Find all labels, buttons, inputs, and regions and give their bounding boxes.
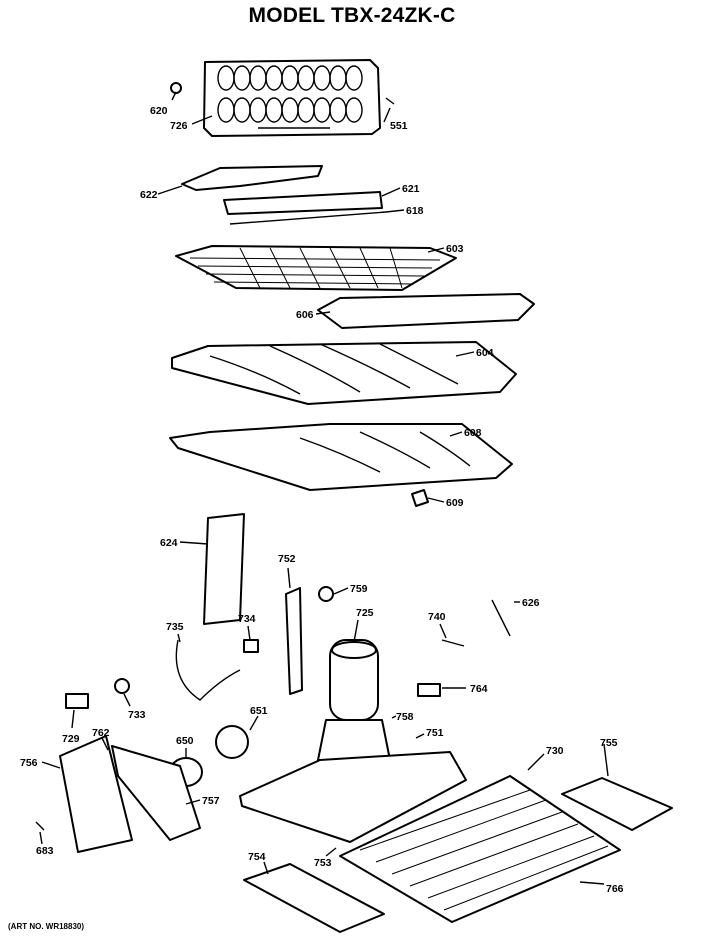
part-733-capacitor: [114, 678, 130, 694]
label-725: 725: [356, 607, 374, 619]
part-606-panel: [317, 293, 535, 329]
part-752-bracket: [285, 587, 303, 695]
label-651: 651: [250, 705, 268, 717]
label-606: 606: [296, 309, 314, 321]
part-734-switch: [243, 639, 259, 653]
part-730-condenser: [339, 775, 621, 923]
part-735-harness: [175, 639, 241, 701]
part-609-clip: [411, 489, 429, 507]
part-764-plate: [417, 683, 441, 697]
label-753: 753: [314, 857, 332, 869]
label-766: 766: [606, 883, 624, 895]
part-618-rod: [229, 211, 387, 225]
label-754: 754: [248, 851, 266, 863]
label-726: 726: [170, 120, 188, 132]
part-758-base: [317, 719, 391, 761]
label-608: 608: [464, 427, 482, 439]
part-626-cord: [491, 599, 511, 637]
label-755: 755: [600, 737, 618, 749]
label-604: 604: [476, 347, 494, 359]
part-683-screw: [35, 821, 45, 831]
label-757: 757: [202, 795, 220, 807]
part-759-grommet: [318, 586, 334, 602]
label-609: 609: [446, 497, 464, 509]
part-622-cover: [181, 165, 323, 191]
label-683: 683: [36, 845, 54, 857]
label-622: 622: [140, 189, 158, 201]
label-759: 759: [350, 583, 368, 595]
part-756-shroud: [59, 735, 133, 853]
label-551: 551: [390, 120, 408, 132]
label-729: 729: [62, 733, 80, 745]
label-620: 620: [150, 105, 168, 117]
part-725-compressor: [329, 639, 379, 721]
part-624-duct: [203, 513, 245, 625]
condenser-coil-726: [203, 59, 381, 137]
art-number: (ART NO. WR18830): [8, 922, 85, 931]
label-758: 758: [396, 711, 414, 723]
label-764: 764: [470, 683, 488, 695]
part-754-plate: [243, 863, 385, 933]
part-551-screw: [385, 97, 395, 105]
part-651-fan: [215, 725, 249, 759]
label-735: 735: [166, 621, 184, 633]
part-740-relay: [441, 639, 465, 647]
part-620-clip: [170, 82, 182, 94]
diagram-title: MODEL TBX-24ZK-C: [248, 4, 456, 27]
label-756: 756: [20, 757, 38, 769]
part-757-baffle: [111, 745, 201, 841]
label-752: 752: [278, 553, 296, 565]
label-730: 730: [546, 745, 564, 757]
part-608-drain-pan: [169, 423, 513, 491]
label-626: 626: [522, 597, 540, 609]
label-762: 762: [92, 727, 110, 739]
label-734: 734: [238, 613, 256, 625]
part-751-compartment: [239, 751, 467, 843]
part-729-box: [65, 693, 89, 709]
part-755-plate: [561, 777, 673, 831]
label-618: 618: [406, 205, 424, 217]
part-604-tray: [171, 341, 517, 405]
label-603: 603: [446, 243, 464, 255]
label-650: 650: [176, 735, 194, 747]
label-740: 740: [428, 611, 446, 623]
part-621-rail: [223, 191, 383, 215]
label-621: 621: [402, 183, 420, 195]
label-733: 733: [128, 709, 146, 721]
leader-lines: [39, 91, 609, 885]
part-603-shelf: [175, 245, 457, 291]
label-751: 751: [426, 727, 444, 739]
label-624: 624: [160, 537, 178, 549]
part-labels: 620 726 551 622 621 618 603 606 604 608 …: [20, 105, 624, 895]
